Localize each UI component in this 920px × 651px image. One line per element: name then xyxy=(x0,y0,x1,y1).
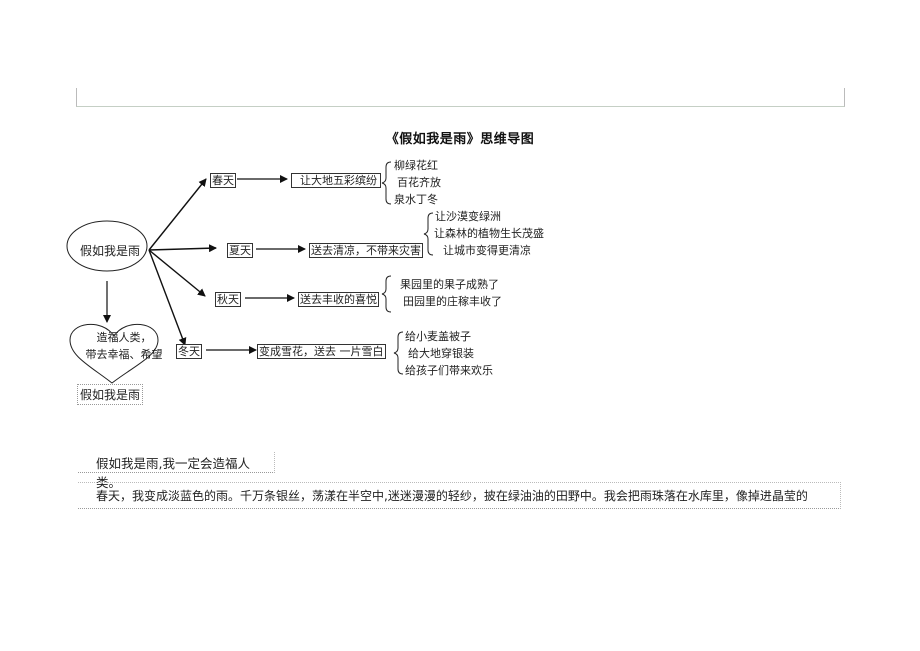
detail-spring-3: 泉水丁冬 xyxy=(394,193,438,206)
detail-summer-1: 让沙漠变绿洲 xyxy=(435,210,501,223)
body-text-line-2-content: 春天，我变成淡蓝色的雨。千万条银丝，荡漾在半空中,迷迷漫漫的轻纱，披在绿油油的田… xyxy=(96,489,808,503)
page-title: 《假如我是雨》思维导图 xyxy=(385,132,535,147)
detail-autumn-2: 田园里的庄稼丰收了 xyxy=(403,295,502,308)
center-ellipse xyxy=(66,220,148,272)
season-summer: 夏天 xyxy=(227,243,253,258)
detail-winter-3: 给孩子们带来欢乐 xyxy=(405,364,493,377)
heart-line-2: 带去幸福、希望 xyxy=(85,348,163,361)
detail-spring-2: 百花齐放 xyxy=(397,176,441,189)
detail-winter-2: 给大地穿银装 xyxy=(408,347,474,360)
season-autumn: 秋天 xyxy=(215,292,241,307)
detail-spring-1: 柳绿花红 xyxy=(394,159,438,172)
center-node-label: 假如我是雨 xyxy=(80,244,141,258)
detail-autumn-1: 果园里的果子成熟了 xyxy=(400,278,499,291)
heart-shape xyxy=(69,323,159,384)
action-summer: 送去清凉，不带来灾害 xyxy=(309,243,423,258)
detail-winter-1: 给小麦盖被子 xyxy=(405,330,471,343)
season-spring: 春天 xyxy=(210,173,236,188)
heart-line-1: 造福人类， xyxy=(96,331,152,344)
top-frame xyxy=(76,88,845,107)
body-text-line-2: 春天，我变成淡蓝色的雨。千万条银丝，荡漾在半空中,迷迷漫漫的轻纱，披在绿油油的田… xyxy=(78,482,841,509)
body-text-line-1: 假如我是雨,我一定会造福人类。 xyxy=(78,452,275,490)
detail-summer-3: 让城市变得更清凉 xyxy=(443,244,531,257)
heart-caption: 假如我是雨 xyxy=(77,384,144,405)
heart-node: 造福人类， 带去幸福、希望 xyxy=(78,329,170,363)
action-spring: 让大地五彩缤纷 xyxy=(291,173,381,188)
action-autumn: 送去丰收的喜悦 xyxy=(298,292,379,307)
detail-summer-2: 让森林的植物生长茂盛 xyxy=(434,227,544,240)
season-winter: 冬天 xyxy=(176,344,202,359)
action-winter: 变成雪花，送去 一片雪白 xyxy=(257,344,386,359)
